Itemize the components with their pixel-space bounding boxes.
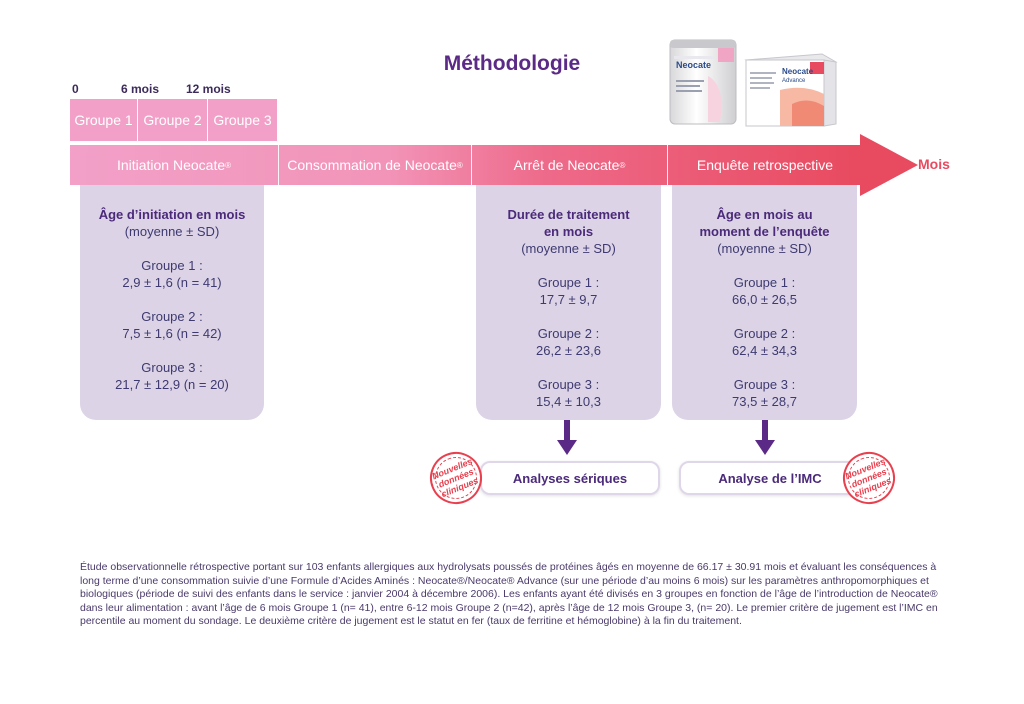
panel-subheading: (moyenne ± SD): [521, 241, 616, 256]
panel-heading-line-1: Âge en mois au: [716, 207, 813, 222]
group-value: 66,0 ± 26,5: [732, 292, 797, 307]
group-3-box: Groupe 3: [208, 99, 278, 141]
new-clinical-data-stamp: Nouvelles données cliniques: [422, 444, 490, 512]
outcome-bmi-analysis: Analyse de l’IMC: [679, 461, 861, 495]
group-1-box: Groupe 1: [70, 99, 138, 141]
panel-heading: Âge d’initiation en mois: [98, 207, 246, 222]
group-label: Groupe 2 :: [733, 326, 796, 341]
neocate-can-image: Neocate: [668, 36, 738, 128]
group-value: 62,4 ± 34,3: [732, 343, 797, 358]
phase-consommation-label: Consommation de Neocate: [287, 157, 457, 173]
panel-survey-age: Âge en mois au moment de l’enquête (moye…: [672, 185, 857, 420]
phase-consommation: Consommation de Neocate®: [279, 145, 472, 185]
group-value: 15,4 ± 10,3: [536, 394, 601, 409]
axis-label-mois: Mois: [918, 156, 950, 172]
stamp-line: données: [436, 466, 476, 490]
can-brand-text: Neocate: [676, 60, 711, 70]
group-label: Groupe 1 :: [141, 258, 203, 273]
tick-label-0: 0: [72, 82, 79, 96]
stamp-line: Nouvelles: [430, 456, 474, 482]
phase-arret: Arrêt de Neocate®: [472, 145, 668, 185]
registered-mark: ®: [225, 160, 232, 170]
page-title: Méthodologie: [443, 52, 581, 75]
group-value: 2,9 ± 1,6 (n = 41): [122, 275, 222, 290]
group-value: 21,7 ± 12,9 (n = 20): [115, 377, 229, 392]
arrow-down-icon: [557, 420, 577, 461]
registered-mark: ®: [456, 160, 463, 170]
phase-enquete: Enquête retrospective: [668, 145, 862, 185]
timeline-arrow-head-icon: [860, 134, 920, 201]
arrow-down-icon: [755, 420, 775, 461]
group-label: Groupe 1 :: [537, 275, 600, 290]
group-value: 7,5 ± 1,6 (n = 42): [122, 326, 222, 341]
group-label: Groupe 2 :: [141, 309, 203, 324]
stamp-line: Nouvelles: [843, 456, 887, 482]
phase-arret-label: Arrêt de Neocate: [513, 157, 620, 173]
group-label: Groupe 2 :: [537, 326, 600, 341]
panel-treatment-duration: Durée de traitement en mois (moyenne ± S…: [476, 185, 661, 420]
timeline-band: [70, 145, 862, 185]
panel-subheading: (moyenne ± SD): [717, 241, 812, 256]
group-label: Groupe 3 :: [733, 377, 796, 392]
box-sublabel-text: Advance: [782, 78, 806, 84]
phase-initiation: Initiation Neocate®: [70, 145, 279, 185]
registered-mark: ®: [619, 160, 626, 170]
group-value: 73,5 ± 28,7: [732, 394, 797, 409]
stamp-line: cliniques: [439, 475, 480, 500]
tick-label-12-mois: 12 mois: [186, 82, 231, 96]
group-value: 17,7 ± 9,7: [539, 292, 598, 307]
panel-heading-line-2: moment de l’enquête: [699, 224, 830, 239]
stamp-line: cliniques: [852, 475, 893, 500]
group-label: Groupe 1 :: [733, 275, 796, 290]
outcome-serum-analyses: Analyses sériques: [480, 461, 660, 495]
study-footnote: Étude observationnelle rétrospective por…: [80, 561, 938, 627]
group-value: 26,2 ± 23,6: [536, 343, 601, 358]
panel-initiation-age: Âge d’initiation en mois (moyenne ± SD) …: [80, 185, 264, 420]
tick-label-6-mois: 6 mois: [121, 82, 160, 96]
new-clinical-data-stamp: Nouvelles données cliniques: [835, 444, 903, 512]
phase-enquete-label: Enquête retrospective: [696, 157, 834, 173]
panel-heading-line-2: en mois: [543, 224, 594, 239]
group-label: Groupe 3 :: [537, 377, 600, 392]
phase-initiation-label: Initiation Neocate: [116, 157, 226, 173]
panel-subheading: (moyenne ± SD): [124, 224, 220, 239]
neocate-advance-box-image: Neocate Advance: [742, 50, 838, 130]
group-label: Groupe 3 :: [141, 360, 203, 375]
stamp-line: données: [849, 466, 889, 490]
panel-heading-line-1: Durée de traitement: [507, 207, 630, 222]
group-2-box: Groupe 2: [138, 99, 208, 141]
box-brand-text: Neocate: [782, 67, 814, 76]
